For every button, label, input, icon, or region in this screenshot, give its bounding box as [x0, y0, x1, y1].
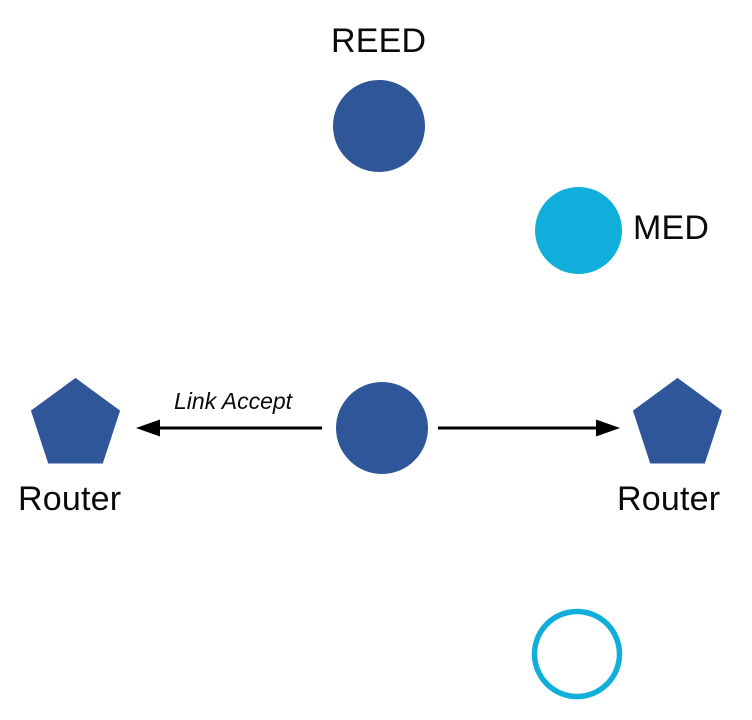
edge-leader-to-router-right — [438, 419, 620, 437]
node-reed-circle-icon[interactable] — [333, 80, 425, 172]
node-label-router-right: Router — [617, 480, 721, 518]
node-med-circle-icon[interactable] — [535, 187, 622, 274]
node-router-right-pentagon-icon[interactable] — [632, 377, 723, 468]
node-label-router-left: Router — [18, 480, 122, 518]
node-label-med: MED — [633, 209, 710, 247]
edge-leader-to-router-left — [136, 419, 322, 437]
edge-label-link-accept: Link Accept — [174, 388, 293, 414]
node-label-reed: REED — [331, 22, 427, 60]
node-router-left-pentagon-icon[interactable] — [30, 377, 121, 468]
node-leader-circle-icon[interactable] — [336, 382, 428, 474]
node-sed-circle-icon[interactable] — [531, 608, 623, 700]
